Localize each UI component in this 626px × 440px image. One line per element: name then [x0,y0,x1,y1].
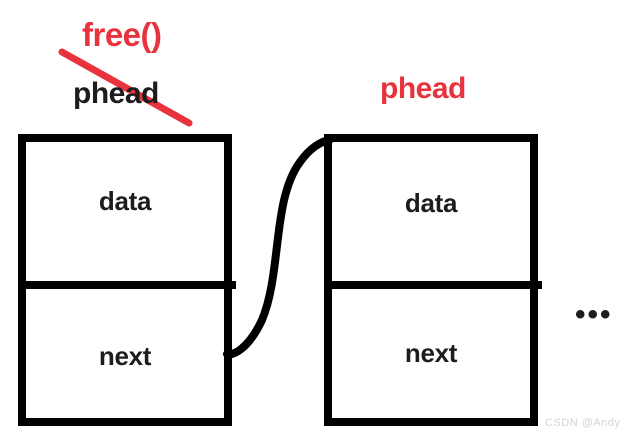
phead-label-active: phead [380,72,466,105]
free-label: free() [82,16,162,53]
csdn-watermark: CSDN @Andy [545,417,621,429]
node-2-box [324,134,538,426]
node-1-data-label: data [98,186,152,216]
node-1-next-label: next [98,341,152,371]
continuation-ellipsis: ••• [575,298,613,331]
phead-label-freed: phead [73,77,159,110]
node-2-data-label: data [404,188,458,218]
node-1-box [18,134,232,426]
node-2-next-label: next [404,338,458,368]
next-pointer-curve [223,135,335,359]
free-strikethrough-line [58,48,193,127]
